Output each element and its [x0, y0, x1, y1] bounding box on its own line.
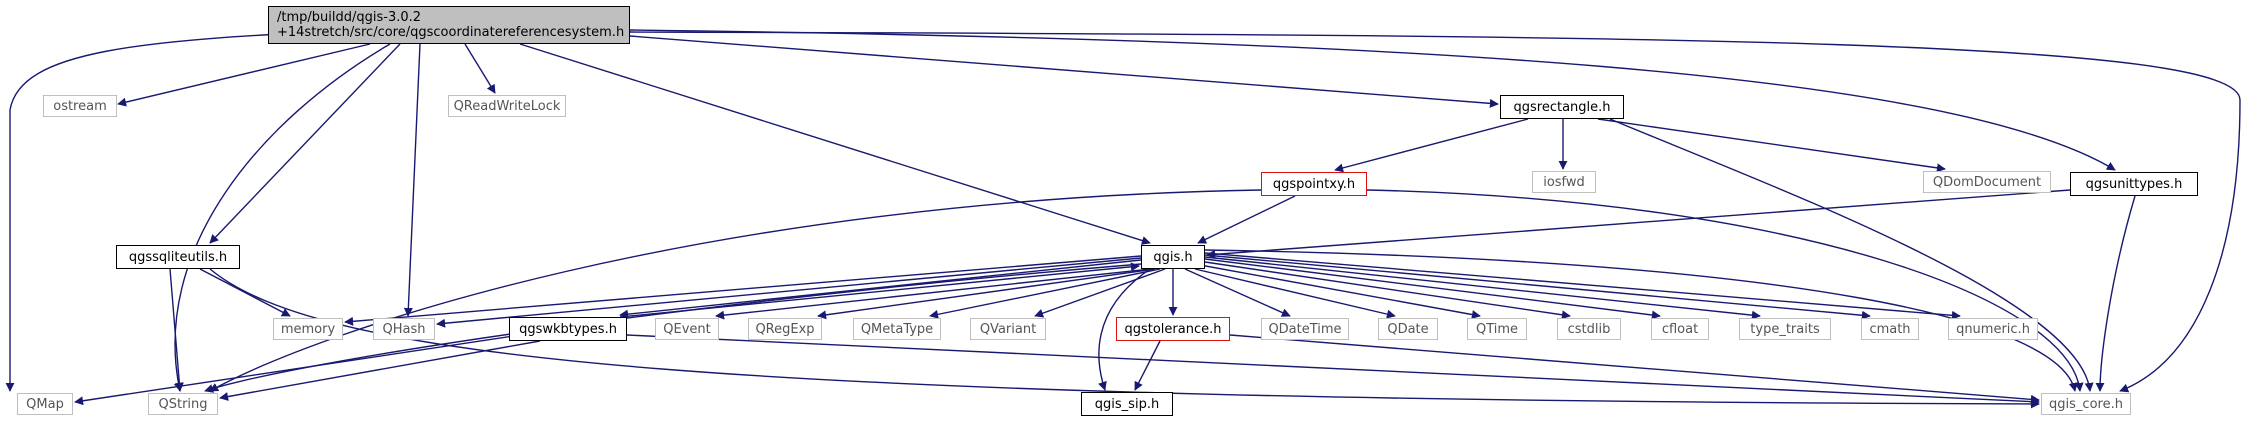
edge-qgis-memory — [344, 255, 1142, 326]
edge-qgis-qtime — [1199, 264, 1481, 319]
edge-root-qgssqliteutils — [209, 43, 401, 244]
node-qtime: QTime — [1467, 318, 1527, 340]
edge-root-qgsrectangle — [629, 35, 1499, 108]
include-edges — [5, 29, 2241, 409]
edge-qgis-cfloat — [1204, 258, 1661, 320]
edge-tol-qgissip — [1134, 340, 1161, 391]
node-qgis-core-h: qgis_core.h — [2041, 393, 2131, 415]
edge-qgis-qhash — [436, 257, 1142, 328]
edge-pointxy-qstring — [209, 189, 1262, 392]
node-qgsunittypes-h[interactable]: qgsunittypes.h — [2070, 172, 2198, 196]
node-ostream: ostream — [43, 95, 117, 117]
root-path-line2: +14stretch/src/core/qgscoordinatereferen… — [277, 25, 625, 40]
edge-qgis-qregexp — [817, 268, 1156, 320]
node-qregexp: QRegExp — [748, 318, 822, 340]
node-memory: memory — [273, 318, 343, 340]
node-qgspointxy-h[interactable]: qgspointxy.h — [1261, 172, 1367, 196]
node-qdate: QDate — [1378, 318, 1438, 340]
node-qgssqliteutils-h[interactable]: qgssqliteutils.h — [116, 245, 240, 269]
edge-root-qgis — [519, 43, 1151, 245]
node-qhash: QHash — [373, 318, 435, 340]
edge-pointxy-qgiscore — [1366, 189, 2084, 392]
edge-qgis-typetraits — [1204, 256, 1761, 320]
node-qnumeric-h: qnumeric.h — [1948, 318, 2038, 340]
edge-sqlite-qstring — [169, 268, 184, 392]
node-qstring: QString — [148, 393, 218, 415]
node-cstdlib: cstdlib — [1557, 318, 1621, 340]
edge-sqlite-qgiscore — [209, 268, 2040, 409]
node-iosfwd: iosfwd — [1532, 171, 1596, 193]
edge-qgis-qdate — [1194, 268, 1396, 319]
node-cmath: cmath — [1861, 318, 1919, 340]
edge-pointxy-qgis — [1197, 195, 1296, 244]
edge-qgis-cmath — [1204, 254, 1871, 320]
edge-root-qgiscore — [629, 31, 2241, 393]
edge-rect-qdomdocument — [1597, 118, 1946, 173]
node-qgis-sip-h[interactable]: qgis_sip.h — [1081, 392, 1173, 416]
node-type-traits: type_traits — [1739, 318, 1831, 340]
node-qgsrectangle-h[interactable]: qgsrectangle.h — [1500, 95, 1624, 119]
edge-qgis-qnumeric — [1204, 252, 1961, 320]
edge-qgis-qvariant — [1034, 268, 1166, 318]
node-qevent: QEvent — [655, 318, 719, 340]
edge-qgis-cstdlib — [1204, 261, 1571, 320]
node-qgswkbtypes-h[interactable]: qgswkbtypes.h — [509, 317, 627, 341]
edge-tol-qgiscore — [1229, 334, 2040, 404]
edge-qgis-qgissip — [1098, 268, 1151, 391]
node-qdatetime: QDateTime — [1261, 318, 1349, 340]
edge-root-qhash — [403, 43, 421, 317]
edge-rect-qgiscore — [1609, 118, 2094, 392]
edge-wkb-qgiscore — [626, 334, 2040, 407]
node-qmap: QMap — [17, 393, 73, 415]
edge-root-ostream — [117, 43, 371, 107]
node-qgis-h[interactable]: qgis.h — [1141, 245, 1205, 269]
node-qgstolerance-h[interactable]: qgstolerance.h — [1116, 317, 1230, 341]
edge-unittypes-qgiscore — [2095, 195, 2136, 392]
edge-sqlite-memory — [199, 268, 291, 317]
root-path-line1: /tmp/buildd/qgis-3.0.2 — [277, 10, 422, 25]
edge-unittypes-qgis — [1206, 189, 2071, 259]
edge-qgis-qdatetime — [1184, 268, 1291, 317]
edge-rect-qgspointxy — [1334, 118, 1529, 173]
edge-wkb-qgis — [619, 262, 1140, 318]
edge-qgis-qevent — [715, 268, 1151, 320]
node-qvariant: QVariant — [970, 318, 1046, 340]
edge-wkb-qstring — [219, 340, 541, 402]
node-cfloat: cfloat — [1651, 318, 1709, 340]
node-qdomdocument: QDomDocument — [1923, 171, 2051, 193]
node-qmetatype: QMetaType — [853, 318, 941, 340]
edge-qgis-qmetatype — [929, 268, 1161, 319]
node-qreadwritelock: QReadWriteLock — [448, 95, 566, 117]
edge-root-qreadwritelock — [464, 43, 496, 94]
node-root-header: /tmp/buildd/qgis-3.0.2 +14stretch/src/co… — [268, 6, 630, 44]
edge-wkb-qmap — [74, 334, 521, 406]
edge-qgis-qgswkbtypes — [619, 259, 1142, 319]
edge-root-qgsunittypes — [629, 29, 2116, 171]
edge-qgis-qgiscore — [1204, 249, 2078, 392]
